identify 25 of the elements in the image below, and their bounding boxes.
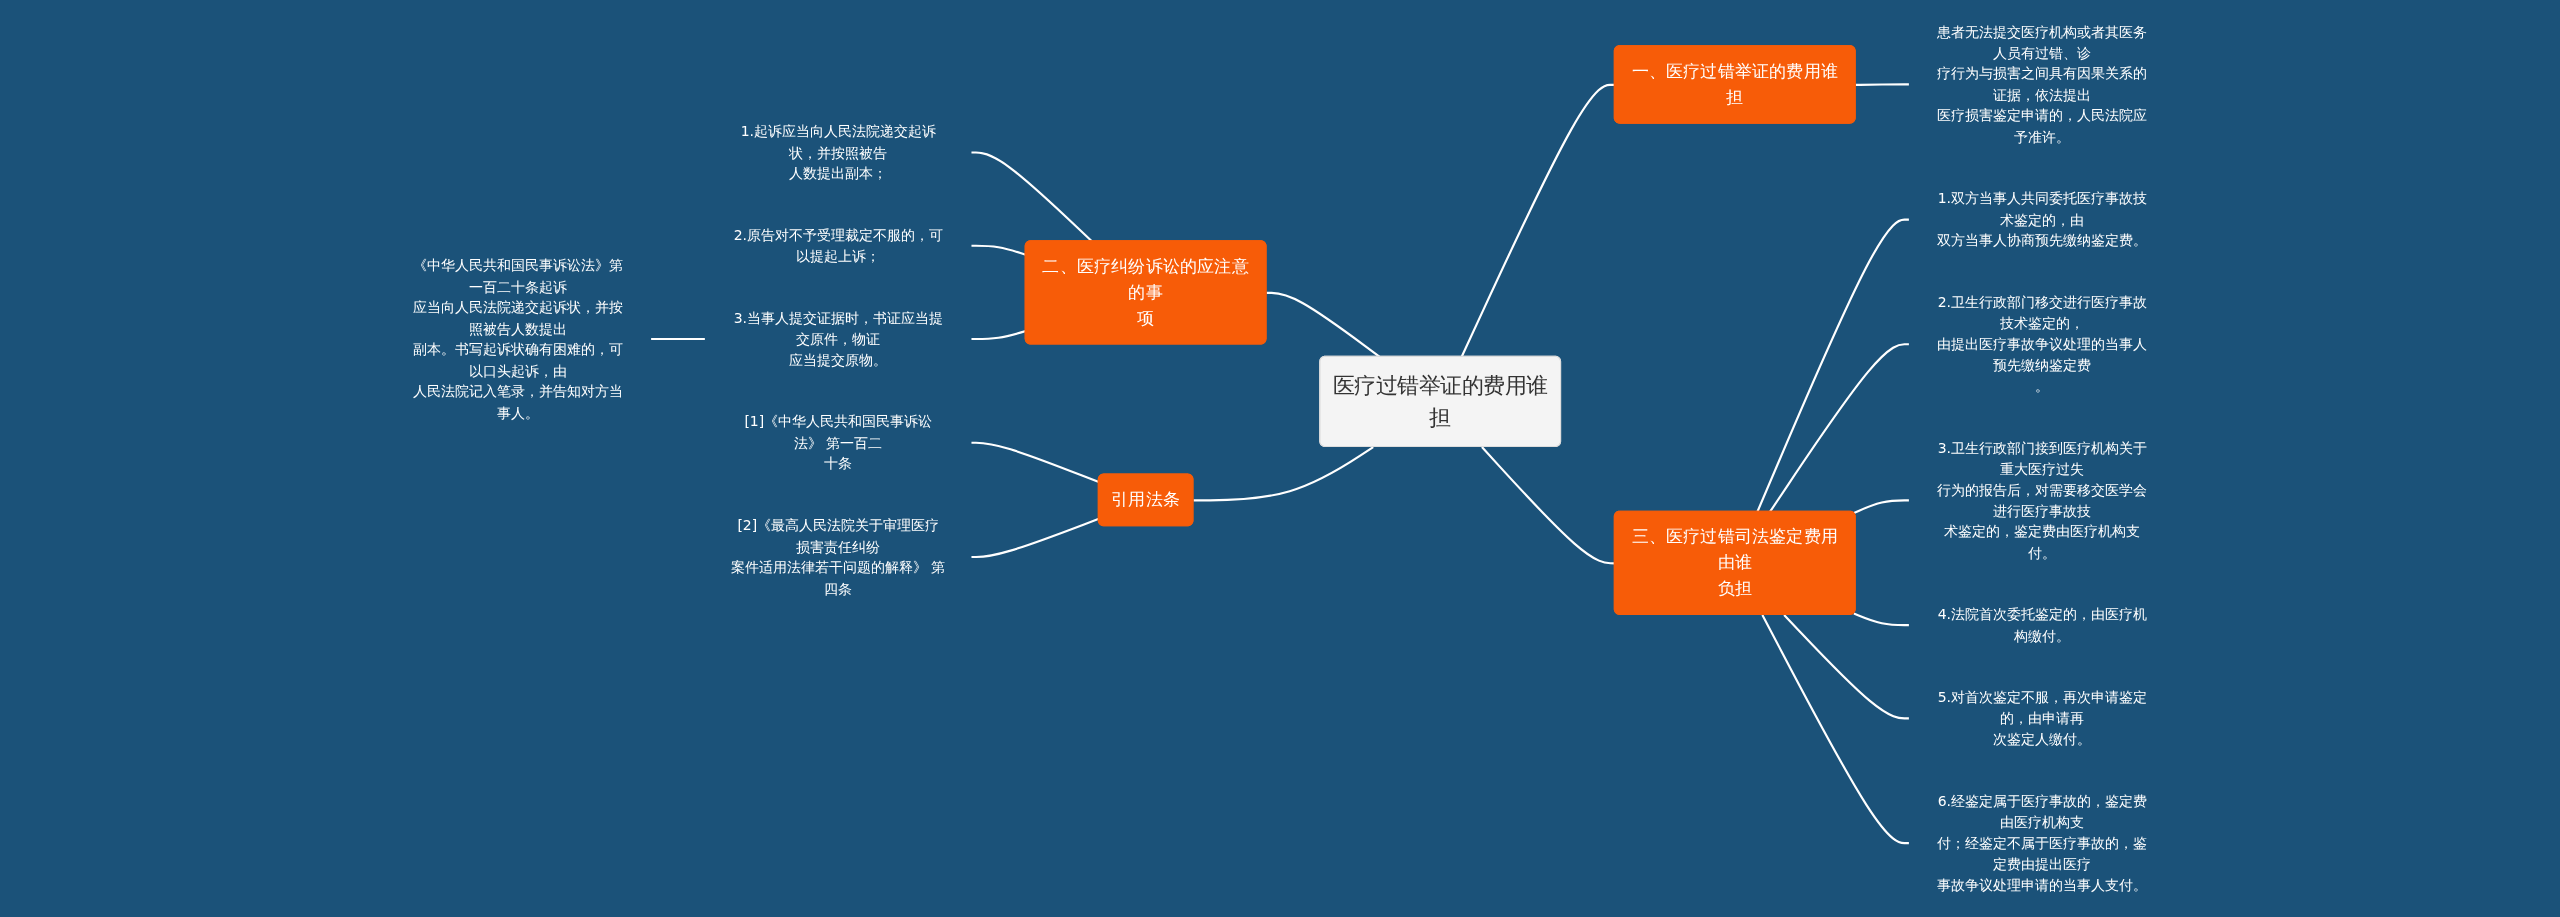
connector xyxy=(1756,218,1909,513)
node-text: [2]《最高人民法院关于审理医疗损害责任纠纷案件适用法律若干问题的解释》 第四条 xyxy=(731,517,946,597)
connector xyxy=(1853,499,1909,515)
connector xyxy=(1193,446,1374,502)
node-text: 《中华人民共和国民事诉讼法》第一百二十条起诉应当向人民法院递交起诉状，并按照被告人数提出副本。书写起诉状确有困难的，可以口头起诉，由人民法院记入笔录，并告知对方当事人。 xyxy=(412,257,623,421)
node-text: 4.法院首次委托鉴定的，由医疗机构缴付。 xyxy=(1937,606,2147,644)
connector xyxy=(1460,83,1615,358)
connector xyxy=(1853,612,1909,627)
node-text: 6.经鉴定属于医疗事故的，鉴定费由医疗机构支付；经鉴定不属于医疗事故的，鉴定费由提出医疗事故争议处理申请的当事人支付。 xyxy=(1937,792,2148,893)
node-text: 患者无法提交医疗机构或者其医务人员有过错、诊疗行为与损害之间具有因果关系的证据，依法提出医疗损害鉴定申请的，人民法院应予准许。 xyxy=(1937,23,2148,145)
connector xyxy=(1769,343,1909,513)
node-text: 2.原告对不予受理裁定不服的，可以提起上诉； xyxy=(733,226,943,265)
connector xyxy=(1266,291,1381,358)
node-text: 2.卫生行政部门移交进行医疗事故技术鉴定的，由提出医疗事故争议处理的当事人预先缴纳鉴定费。 xyxy=(1937,294,2148,394)
node-text: 1.起诉应当向人民法院递交起诉状，并按照被告人数提出副本； xyxy=(740,123,936,182)
connector xyxy=(1481,446,1615,565)
connector xyxy=(1855,83,1909,86)
connector xyxy=(651,337,705,341)
node-text: [1]《中华人民共和国民事诉讼法》 第一百二十条 xyxy=(744,413,932,472)
connector xyxy=(1761,614,1909,845)
node-text: 3.当事人提交证据时，书证应当提交原件，物证应当提交原物。 xyxy=(733,309,943,368)
connector xyxy=(1783,614,1909,720)
node-text: 5.对首次鉴定不服，再次申请鉴定的，由申请再次鉴定人缴付。 xyxy=(1937,689,2147,748)
node-text: 3.卫生行政部门接到医疗机构关于重大医疗过失行为的报告后，对需要移交医学会进行医疗事故技术鉴定的，鉴定费由医疗机构支付。 xyxy=(1937,439,2148,561)
node-text: 1.双方当事人共同委托医疗事故技术鉴定的，由双方当事人协商预先缴纳鉴定费。 xyxy=(1937,190,2148,249)
